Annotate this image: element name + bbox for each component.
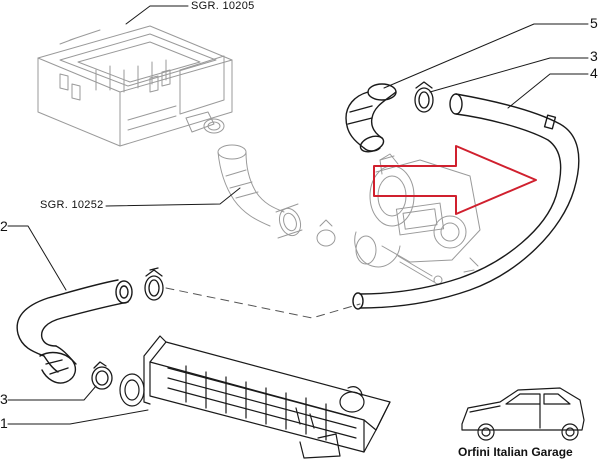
- callout-sgr-10205: SGR. 10205: [191, 0, 255, 12]
- airflow-arrow: [373, 145, 537, 215]
- engine-block-illustration: [37, 25, 233, 147]
- hose-5: [345, 83, 397, 153]
- callout-5: 5: [590, 15, 598, 31]
- leader-lines: [7, 5, 589, 425]
- callout-3-left: 3: [0, 391, 8, 407]
- hose-2: [16, 279, 133, 384]
- turbocharger-illustration: [354, 153, 481, 285]
- hose-clamp-right: [414, 81, 434, 113]
- hose-clamp-left-upper: [144, 267, 164, 301]
- hose-4: [352, 93, 580, 310]
- car-logo: [461, 387, 585, 441]
- callout-sgr-10252: SGR. 10252: [40, 199, 104, 211]
- callout-4: 4: [590, 65, 598, 81]
- intercooler-illustration: [119, 335, 391, 459]
- callout-1: 1: [0, 415, 8, 431]
- hose-clamp-left-lower: [91, 361, 113, 390]
- callout-3-right: 3: [590, 48, 598, 64]
- air-hose-sgr-10252: [217, 144, 336, 247]
- callout-2: 2: [0, 218, 8, 234]
- dashed-connection-line: [165, 287, 361, 319]
- brand-caption: Orfini Italian Garage: [458, 445, 573, 459]
